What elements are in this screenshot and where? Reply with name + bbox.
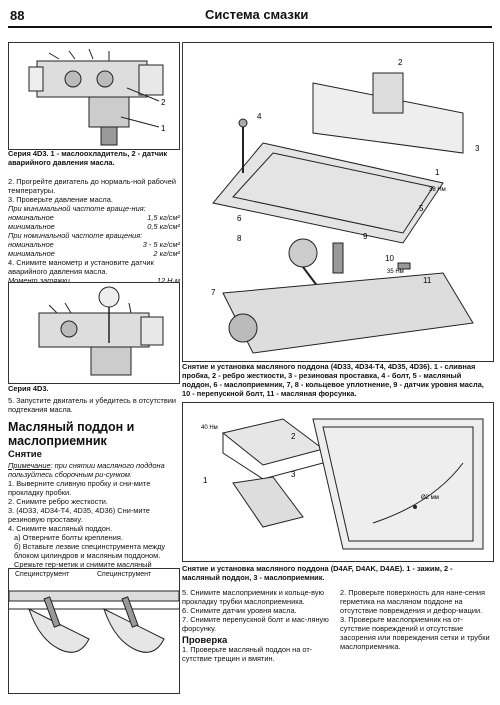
steps-block-1: 2. Прогрейте двигатель до нормаль-ной ра… — [8, 177, 180, 285]
note-label: Примечание — [8, 461, 51, 470]
callout-1: 1 — [161, 124, 166, 133]
engine-oil-cooler-drawing: 2 1 — [28, 48, 166, 146]
torque-label: Момент затяжки — [8, 276, 70, 285]
inspection-step-2: 2. Проверьте поверхность для нане-сения … — [340, 588, 486, 615]
step-6-sensor: 6. Снимите датчик уровня масла. — [182, 606, 297, 615]
step-5-intake: 5. Снимите маслоприемник и кольце-вую пр… — [182, 588, 325, 606]
fig3-callout-11: 11 — [423, 276, 432, 285]
inspection-step-3: 3. Проверьте маслоприемник на от-сутстви… — [340, 615, 490, 651]
section-title: Система смазки — [205, 7, 309, 22]
fig4-callout-3: 3 — [291, 470, 296, 479]
special-tool-drawing — [9, 590, 179, 653]
bottom-left-text: 5. Снимите маслоприемник и кольце-вую пр… — [182, 588, 332, 663]
figure-oil-pan-4d3: 4 2 3 1 5 6 8 9 10 11 7 38 Нм 35 Нм — [182, 42, 494, 362]
fig3-callout-9: 9 — [363, 232, 368, 241]
step-2: 2. Прогрейте двигатель до нормаль-ной ра… — [8, 177, 176, 195]
section-heading: Масляный поддон и маслоприемник — [8, 420, 135, 448]
step-3: 3. Проверьте давление масла. — [8, 195, 113, 204]
removal-text: Примечание: при снятии масляного поддона… — [8, 461, 180, 578]
fig3-torque-38: 38 Нм — [429, 187, 446, 193]
idle-nominal-value: 1,5 кг/см² — [147, 213, 180, 222]
fig3-callout-6: 6 — [237, 214, 242, 223]
tool-label-left: Специнструмент — [15, 571, 70, 578]
rated-minimal-label: минимальное — [8, 249, 55, 258]
fig4-callout-2: 2 — [291, 432, 296, 441]
figure1-caption: Серия 4D3. 1 - маслоохладитель, 2 - датч… — [8, 149, 168, 167]
fig3-callout-3: 3 — [475, 144, 480, 153]
removal-step-1: 1. Выверните сливную пробку и сни-мите п… — [8, 479, 151, 497]
callout-2: 2 — [161, 98, 166, 107]
fig3-callout-1: 1 — [435, 168, 440, 177]
header-rule — [8, 26, 492, 28]
oil-pan-d4a-drawing: 40 Нм 1 2 3 Ø2 мм — [201, 418, 484, 550]
rated-heading: При номинальной частоте вращения: — [8, 231, 143, 240]
removal-step-2: 2. Снимите ребро жесткости. — [8, 497, 108, 506]
step-5: 5. Запустите двигатель и убедитесь в отс… — [8, 396, 177, 414]
note: Примечание: при снятии масляного поддона… — [8, 461, 180, 479]
figure-oil-pan-d4a: 40 Нм 1 2 3 Ø2 мм — [182, 402, 494, 562]
inspection-step-1: 1. Проверьте масляный поддон на от-сутст… — [182, 645, 313, 663]
tool-label-right: Специнструмент — [97, 571, 152, 578]
torque-value: 12 Н·м — [156, 276, 180, 285]
fig3-callout-10: 10 — [385, 254, 394, 263]
idle-heading: При минимальной частоте враще-ния: — [8, 204, 146, 213]
fig3-callout-7: 7 — [211, 288, 216, 297]
figure-special-tool: Специнструмент Специнструмент — [8, 568, 180, 694]
fig3-callout-5: 5 — [419, 204, 424, 213]
engine-gauge-drawing — [38, 286, 164, 376]
figure4-caption: Снятие и установка масляного поддона (D4… — [182, 564, 453, 582]
page-number: 88 — [10, 8, 25, 23]
idle-row-minimal: минимальное 0,5 кг/см² — [8, 222, 180, 231]
fig3-callout-4: 4 — [257, 112, 262, 121]
removal-step-3: 3. (4D33, 4D34-T4, 4D35, 4D36) Сни-мите … — [8, 506, 150, 524]
fig4-torque-40: 40 Нм — [201, 425, 218, 431]
fig3-torque-35: 35 Нм — [387, 269, 404, 275]
bottom-right-text: 2. Проверьте поверхность для нане-сения … — [340, 588, 492, 651]
rated-nominal-label: номинальное — [8, 240, 54, 249]
fig4-callout-1: 1 — [203, 476, 208, 485]
removal-step-4: 4. Снимите масляный поддон. — [8, 524, 113, 533]
rated-nominal-value: 3 - 5 кг/см² — [142, 240, 180, 249]
step-7-bolt: 7. Снимите перепускной болт и мас-ляную … — [182, 615, 329, 633]
idle-minimal-value: 0,5 кг/см² — [147, 222, 180, 231]
fig4-dim-2mm: Ø2 мм — [421, 495, 439, 501]
idle-minimal-label: минимальное — [8, 222, 55, 231]
step-4: 4. Снимите манометр и установите датчик … — [8, 258, 154, 276]
note-text: : при снятии масляного поддона пользуйте… — [8, 461, 165, 479]
figure2-caption: Серия 4D3. — [8, 384, 49, 393]
removal-step-4a: а) Отверните болты крепления. — [14, 533, 123, 542]
inspection-heading: Проверка — [182, 635, 228, 646]
rated-row-minimal: минимальное 2 кг/см² — [8, 249, 180, 258]
removal-heading: Снятие — [8, 449, 42, 460]
idle-nominal-label: номинальное — [8, 213, 54, 222]
figure3-caption: Снятие и установка масляного поддона (4D… — [182, 362, 484, 398]
figure-pressure-gauge — [8, 282, 180, 384]
figure-oil-cooler: 2 1 — [8, 42, 180, 150]
oil-pan-exploded-drawing: 4 2 3 1 5 6 8 9 10 11 7 38 Нм 35 Нм — [211, 58, 480, 354]
torque-row: Момент затяжки 12 Н·м — [8, 276, 180, 285]
rated-minimal-value: 2 кг/см² — [153, 249, 180, 258]
idle-row-nominal: номинальное 1,5 кг/см² — [8, 213, 180, 222]
fig3-callout-8: 8 — [237, 234, 242, 243]
fig3-callout-2: 2 — [398, 58, 403, 67]
rated-row-nominal: номинальное 3 - 5 кг/см² — [8, 240, 180, 249]
